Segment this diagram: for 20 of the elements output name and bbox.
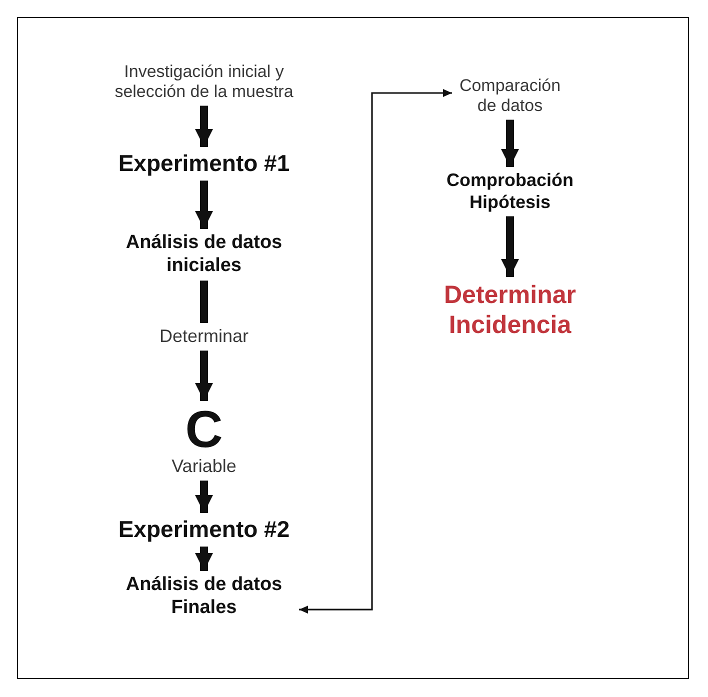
arrow [195,480,213,513]
step-label: Comparación de datos [452,76,568,117]
step-label: Investigación inicial y selección de la muestra [97,62,311,103]
step-label: Comprobación Hipótesis [425,170,595,214]
arrow [299,89,452,614]
arrow [501,216,519,277]
arrow [195,546,213,571]
step-label: Experimento #1 [94,150,314,178]
arrow [501,120,519,167]
arrow [195,350,213,401]
step-label: Variable [170,456,238,478]
step-label: Experimento #2 [94,516,314,544]
arrow [195,106,213,147]
step-label: Análisis de datos Finales [109,574,299,620]
connector-bar [200,280,208,323]
variable-symbol: C [184,404,224,456]
step-label: Análisis de datos iniciales [104,232,304,278]
arrow [195,180,213,229]
step-label: Determinar [144,326,264,348]
step-label: Determinar Incidencia [425,280,595,340]
